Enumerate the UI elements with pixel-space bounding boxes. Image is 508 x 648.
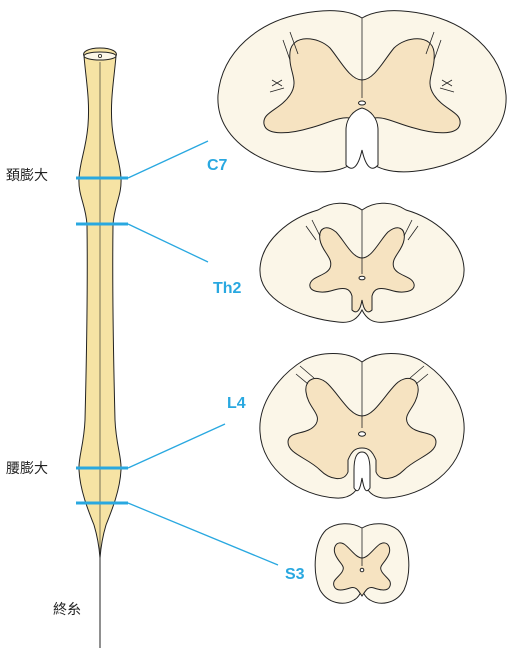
segment-label-l4: L4 — [227, 395, 246, 412]
cross-section-th2 — [260, 203, 464, 322]
central-canal-l4 — [359, 432, 366, 436]
leader-c7 — [128, 141, 208, 178]
label-lumbar-enlargement: 腰膨大 — [6, 460, 48, 477]
leader-s3 — [128, 503, 278, 565]
segment-label-th2: Th2 — [213, 280, 242, 297]
cross-section-c7 — [218, 11, 506, 172]
cord-top-section — [84, 52, 116, 60]
segment-label-c7: C7 — [207, 157, 228, 174]
anterior-fissure-c7 — [346, 108, 378, 168]
cross-section-s3 — [315, 524, 409, 603]
segment-label-s3: S3 — [285, 566, 305, 583]
central-canal-th2 — [359, 276, 365, 280]
leader-th2 — [128, 224, 208, 262]
central-canal-c7 — [359, 101, 366, 105]
spinal-cord-longitudinal — [79, 48, 121, 648]
central-canal-s3 — [360, 568, 364, 572]
label-cervical-enlargement: 頚膨大 — [6, 167, 48, 184]
cross-section-l4 — [260, 354, 464, 499]
leader-lines — [128, 141, 278, 565]
label-filum-terminale: 終糸 — [53, 602, 81, 618]
anterior-fissure-l4 — [354, 452, 370, 491]
leader-l4 — [128, 424, 225, 468]
